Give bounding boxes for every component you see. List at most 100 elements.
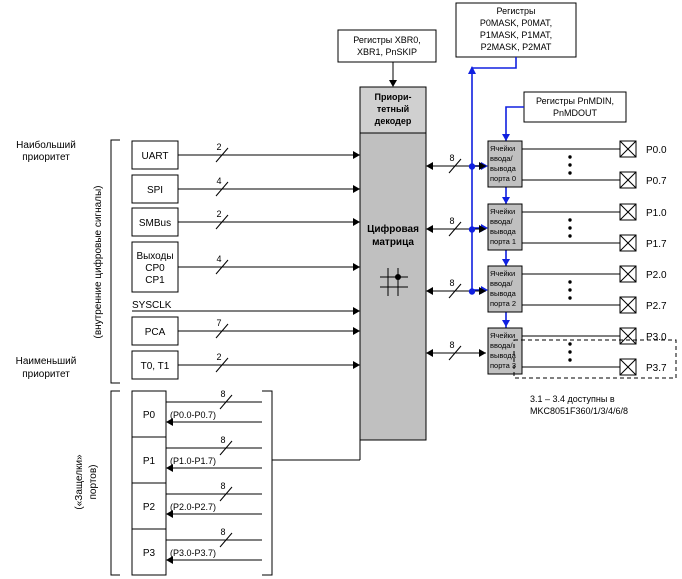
peripheral-box [131,241,179,293]
latch-bus-width: 8 [220,527,225,537]
latch-bus-width: 8 [220,389,225,399]
latch-bus-width: 8 [220,481,225,491]
crossbar-decoder: Приори- тетный декодер Цифровая матрица [359,86,427,441]
latch-label-line-2: портов) [88,465,99,500]
latch-label: P3 [143,548,156,559]
pmask-registers-box: Регистры P0MASK, P0MAT, P1MASK, P1MAT, P… [455,2,577,58]
peripheral-label: CP0 [145,263,165,274]
peripheral-bus-width: 2 [216,209,221,219]
pin-label: P3.0 [646,332,667,343]
peripheral-1: SPI 4 [131,174,360,204]
port-cell-label: Ячейки [490,207,515,216]
port3-note-line-2: MKC8051F360/1/3/4/6/8 [530,406,628,416]
peripheral-label: SMBus [139,218,171,229]
decoder-title-line-1: Приори- [374,92,411,102]
latch-range: (P2.0-P2.7) [170,502,216,512]
port-cell-label: вывода [490,227,517,236]
pnmdin-registers-box: Регистры PnMDIN, PnMDOUT [523,91,627,123]
peripheral-box [131,350,179,380]
sysclk-label: SYSCLK [132,300,172,311]
xbr-registers-line-2: XBR1, PnSKIP [357,47,417,57]
port-cell-label: порта 2 [490,299,516,308]
port-cell-label: ввода/ [490,341,513,350]
port-bus-width: 8 [449,216,454,226]
port-cell-label: порта 3 [490,361,516,370]
peripheral-label: CP1 [145,275,165,286]
pnmdin-registers-line-1: Регистры PnMDIN, [536,96,614,106]
port-cell-label: ввода/ [490,217,513,226]
port-bus-width: 8 [449,153,454,163]
peripheral-box [131,316,179,346]
port-cell-label: Ячейки [490,331,515,340]
port-cell-label: вывода [490,289,517,298]
crossbar-icon [380,268,408,296]
peripheral-bus-width: 2 [216,352,221,362]
peripheral-bus-width: 4 [216,254,221,264]
port3-note: 3.1 – 3.4 доступны в MKC8051F360/1/3/4/6… [530,394,628,416]
port-cell-label: вывода [490,351,517,360]
peripheral-5: PCA 7 [131,316,360,346]
peripheral-0: UART 2 [131,140,360,170]
latch-range: (P3.0-P3.7) [170,548,216,558]
latch-label: P2 [143,502,156,513]
pin-label: P0.0 [646,145,667,156]
latch-0: P0 8 (P0.0-P0.7) [143,389,262,426]
peripheral-label: PCA [145,327,166,338]
xbr-registers-line-1: Регистры XBR0, [353,35,421,45]
latch-bracket [262,390,361,576]
port-cell-label: ввода/ [490,279,513,288]
port-cell-label: порта 0 [490,174,516,183]
port-cell-label: Ячейки [490,144,515,153]
port-cell-box [487,140,523,188]
pin-label: P2.0 [646,270,667,281]
peripheral-box [131,140,179,170]
port3-partial-outline [513,339,677,379]
pin-label: P1.0 [646,208,667,219]
lowest-priority-line-1: Наименьший [16,356,77,367]
peripheral-bus-width: 7 [216,318,221,328]
port-bus-width: 8 [449,278,454,288]
port-latch-list: P0 8 (P0.0-P0.7) P1 8 (P1.0-P1.7) P2 8 (P2.0-P2.… [131,389,361,576]
peripheral-bus-width: 2 [216,142,221,152]
peripheral-label: SPI [147,185,163,196]
lowest-priority-line-2: приоритет [22,369,70,380]
latch-label-line-1: («Защелки» [74,454,85,510]
port3-note-line-1: 3.1 – 3.4 доступны в [530,394,615,404]
latch-range: (P0.0-P0.7) [170,410,216,420]
pmask-registers-line-2: P0MASK, P0MAT, [480,18,552,28]
pnmdin-registers-line-2: PnMDOUT [553,108,598,118]
pin-label: P2.7 [646,301,667,312]
port-cell-box [487,327,523,375]
highest-priority-line-1: Наибольший [16,139,76,151]
latch-label: («Защелки» портов) [74,390,120,576]
matrix-label-line-1: Цифровая [367,223,419,235]
peripheral-label: T0, T1 [141,361,170,372]
peripheral-bus-width: 4 [216,176,221,186]
latch-3: P3 8 (P3.0-P3.7) [132,527,262,564]
pmask-registers-line-4: P2MASK, P2MAT [481,42,552,52]
port-cell-label: порта 1 [490,237,516,246]
latch-label: P1 [143,456,156,467]
decoder-title-line-2: тетный [377,104,409,114]
matrix-label-line-2: матрица [372,237,414,248]
peripheral-box [131,207,179,237]
latch-range: (P1.0-P1.7) [170,456,216,466]
latch-label: P0 [143,410,156,421]
port-cell-label: вывода [490,164,517,173]
peripheral-4: SYSCLK [132,300,360,315]
peripheral-label: UART [141,151,168,162]
pin-label: P1.7 [646,239,667,250]
highest-priority-line-2: приоритет [22,152,70,163]
port-cell-box [487,265,523,313]
xbr-registers-box: Регистры XBR0, XBR1, PnSKIP [337,29,437,63]
pin-label: P0.7 [646,176,667,187]
priority-labels: Наибольший приоритет Наименьший приорите… [16,139,120,384]
decoder-title-line-3: декодер [375,116,412,126]
